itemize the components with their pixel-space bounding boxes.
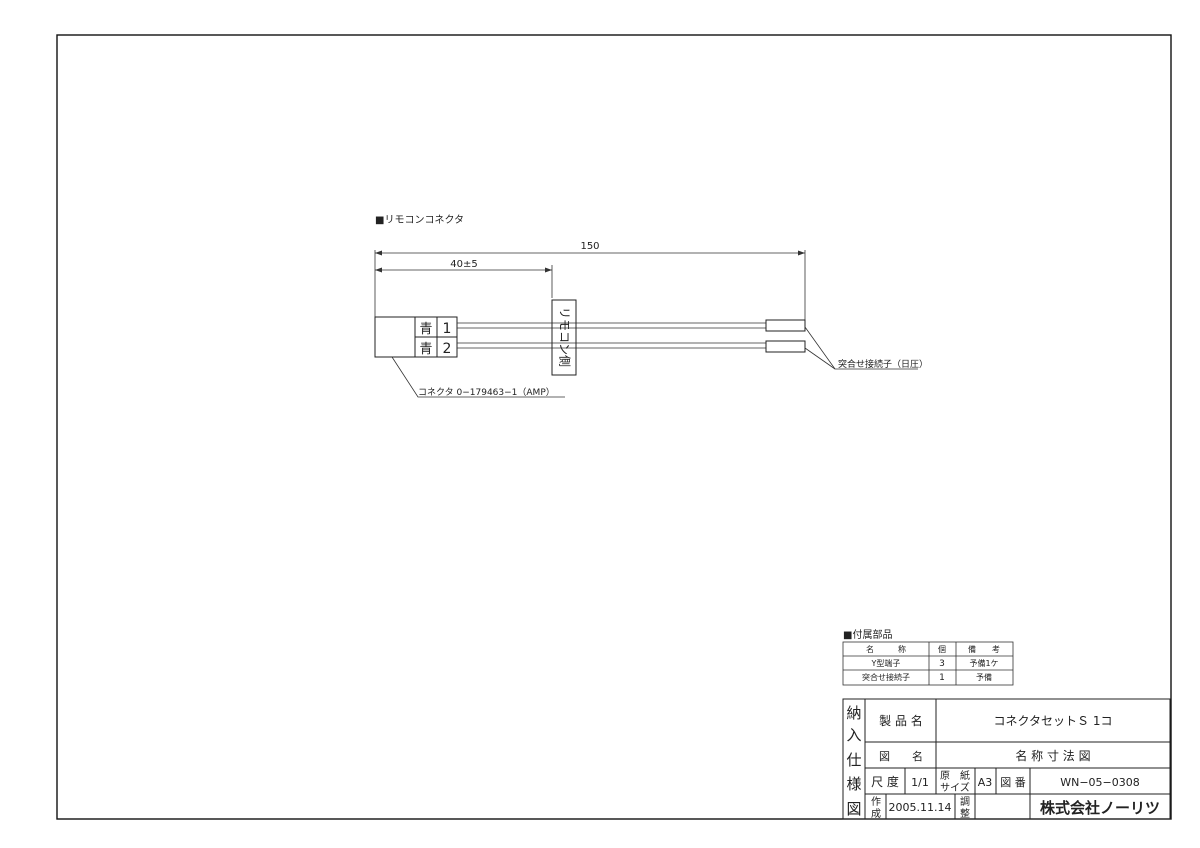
number-label: 図 番 — [1000, 776, 1026, 789]
check-label-2: 整 — [960, 807, 970, 820]
product-value: コネクタセットＳ 1コ — [994, 714, 1113, 728]
product-label: 製 品 名 — [879, 713, 923, 728]
parts-header-notes: 備 考 — [968, 644, 1000, 654]
wire-number-1: 1 — [443, 321, 452, 337]
paper-value: A3 — [978, 776, 993, 789]
parts-title: ■付属部品 — [843, 628, 892, 641]
butt-terminal-1 — [765, 319, 806, 332]
drawing-name-label: 図 名 — [879, 749, 923, 763]
side-char-4: 様 — [846, 775, 861, 793]
wire-2 — [457, 342, 766, 349]
remote-side-label: リモコン側 — [558, 307, 572, 367]
parts-row-2-qty: 1 — [939, 673, 945, 683]
parts-header-name: 名 称 — [866, 644, 906, 654]
remote-side-tag — [551, 299, 577, 376]
dimension-partial: 40±5 — [450, 259, 477, 270]
parts-table — [842, 641, 1014, 686]
parts-row-2-name: 突合せ接続子 — [862, 672, 910, 682]
made-date: 2005.11.14 — [889, 801, 952, 814]
scale-label: 尺 度 — [871, 774, 899, 789]
wire-color-2: 青 — [419, 342, 432, 357]
made-label-2: 成 — [871, 808, 881, 820]
parts-header-qty: 個 — [938, 644, 946, 654]
drawing-name-value: 名 称 寸 法 図 — [1015, 748, 1090, 763]
connector-body — [374, 316, 416, 358]
side-char-1: 納 — [846, 704, 861, 722]
made-label-1: 作 — [871, 796, 881, 808]
wire-1 — [457, 322, 766, 329]
parts-row-1-qty: 3 — [939, 659, 945, 669]
paper-label-2: サイズ — [940, 781, 970, 794]
parts-row-1-name: Y型端子 — [871, 658, 901, 668]
sheet-border — [56, 34, 1172, 820]
terminal-leader-2 — [804, 347, 836, 370]
parts-row-2-notes: 予備 — [976, 672, 992, 682]
side-char-3: 仕 — [846, 751, 861, 769]
paper-label-1: 原 紙 — [940, 769, 970, 782]
terminal-callout: 突合せ接続子（日圧） — [838, 358, 928, 370]
parts-row-1-notes: 予備1ケ — [969, 658, 998, 668]
side-char-5: 図 — [846, 800, 861, 818]
side-char-2: 入 — [846, 726, 861, 744]
check-label-1: 調 — [960, 795, 970, 808]
wire-color-1: 青 — [419, 322, 432, 337]
company-name: 株式会社ノーリツ — [1040, 799, 1160, 817]
title-block — [842, 698, 1171, 820]
drawing-number: WN−05−0308 — [1060, 776, 1140, 789]
section-title: ■リモコンコネクタ — [375, 214, 464, 226]
connector-leader — [391, 356, 565, 398]
connector-callout: コネクタ 0−179463−1（AMP） — [418, 387, 555, 398]
butt-terminal-2 — [765, 340, 806, 353]
dimension-total: 150 — [580, 241, 599, 252]
wire-number-2: 2 — [443, 341, 452, 357]
scale-value: 1/1 — [911, 776, 929, 789]
